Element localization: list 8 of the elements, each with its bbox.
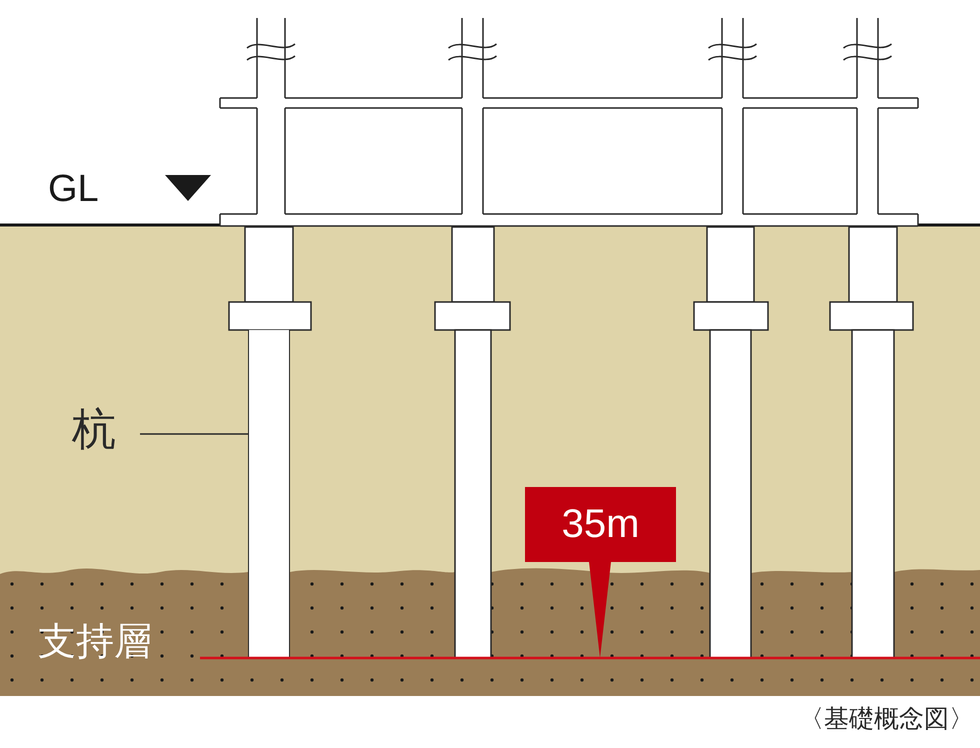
leader-line — [140, 433, 248, 435]
pile-label: 杭 — [72, 402, 132, 458]
pile — [248, 330, 290, 658]
callout-box — [525, 487, 676, 658]
caption: 〈基礎概念図〉 — [799, 704, 974, 734]
bearing-layer-label: 支持層 — [38, 620, 152, 664]
depth-value: 35m — [560, 501, 640, 547]
ground-level-label: GL — [48, 168, 99, 212]
